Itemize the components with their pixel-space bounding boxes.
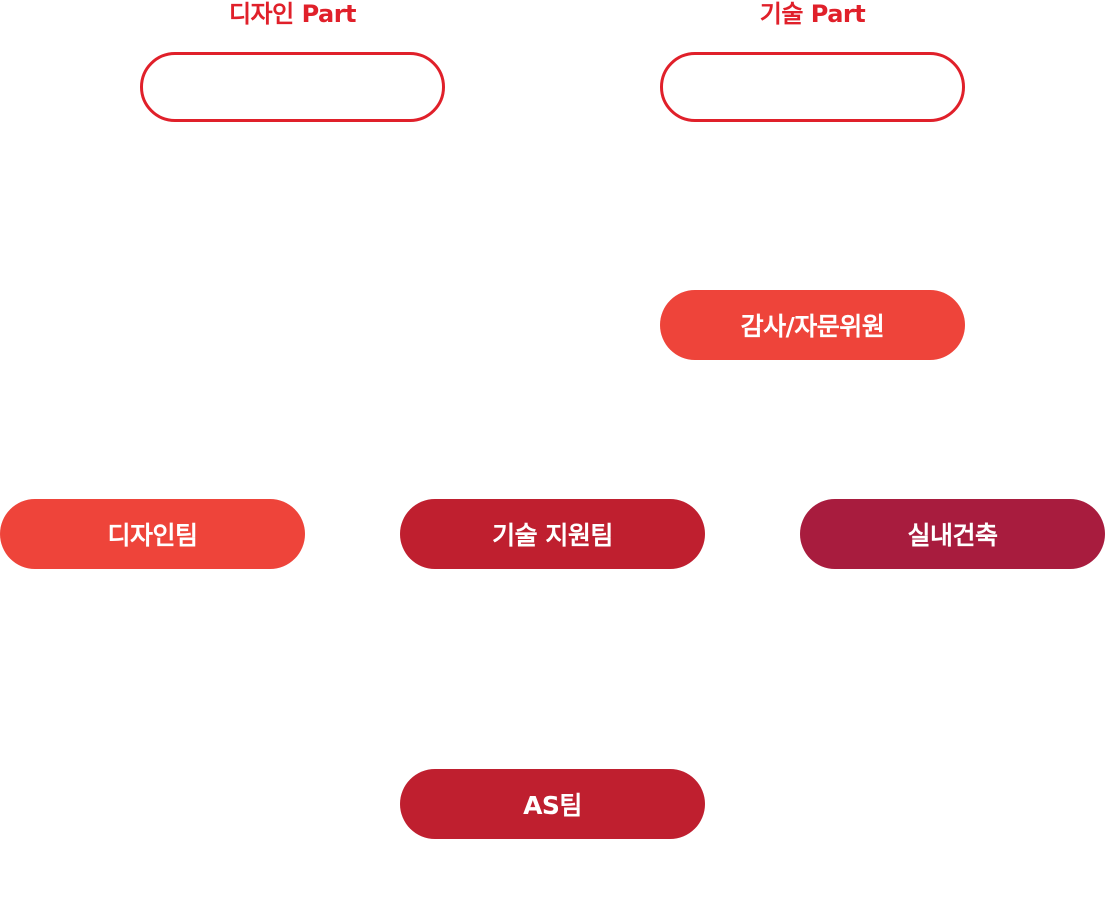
tech-part-box: [660, 52, 965, 122]
tech-part-label: 기술 Part: [759, 0, 866, 28]
as-team-node-label: AS팀: [523, 791, 582, 820]
tech-support-team-node: 기술 지원팀: [400, 499, 705, 569]
design-part-box: [140, 52, 445, 122]
advisor-node-label: 감사/자문위원: [740, 312, 885, 341]
interior-architecture-node-label: 실내건축: [907, 521, 998, 550]
advisor-node: 감사/자문위원: [660, 290, 965, 360]
as-team-node: AS팀: [400, 769, 705, 839]
design-team-node-label: 디자인팀: [107, 521, 198, 550]
tech-support-team-node-label: 기술 지원팀: [492, 521, 613, 550]
design-team-node: 디자인팀: [0, 499, 305, 569]
interior-architecture-node: 실내건축: [800, 499, 1105, 569]
design-part-label: 디자인 Part: [228, 0, 357, 28]
